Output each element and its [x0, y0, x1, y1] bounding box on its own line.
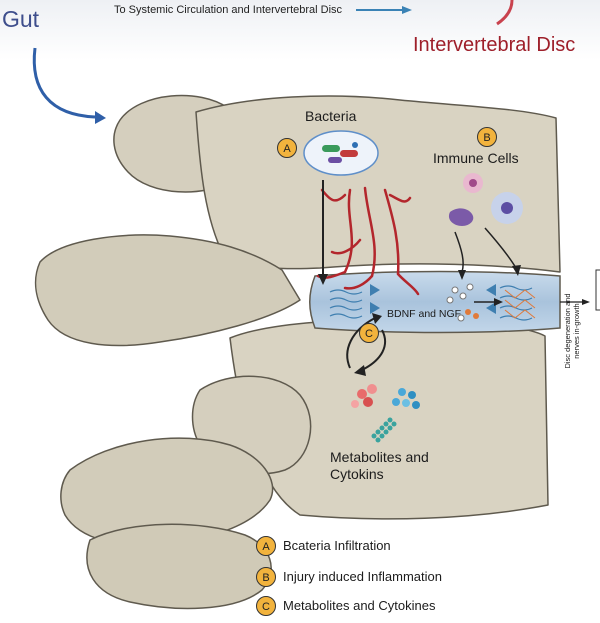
disc-degeneration-label: Disc degeneration and nerves in-growth: [563, 293, 581, 369]
immune-arrow-head-1: [458, 270, 466, 280]
side-arrow-head: [582, 299, 590, 305]
immune-arrow-head-2: [512, 265, 521, 276]
disc-arc: [496, 0, 514, 26]
bottom-process: [86, 523, 272, 610]
legend-label-b: Injury induced Inflammation: [283, 569, 442, 584]
legend-badge-c: C: [256, 596, 276, 616]
cytokine-chain: [371, 417, 397, 443]
caption-arrow-head: [402, 6, 412, 14]
c-arrow-down-head: [354, 365, 366, 376]
immune-arrow-head-3: [494, 298, 503, 306]
legend-label-a: Bcateria Infiltration: [283, 538, 391, 553]
c-arrow-up-head: [372, 313, 382, 324]
legend-badge-a: A: [256, 536, 276, 556]
disc-triangle-markers: [370, 284, 496, 314]
c-arrow-up: [346, 317, 376, 369]
nerve-ingrowth: [504, 289, 536, 319]
circulation-caption: To Systemic Circulation and Intervertebr…: [114, 4, 343, 16]
header-band: [0, 0, 600, 60]
badge-b: B: [477, 127, 497, 147]
left-process: [34, 234, 301, 347]
badge-c: C: [359, 323, 379, 343]
c-arrow-down: [361, 329, 387, 371]
legend-badge-b: B: [256, 567, 276, 587]
metabolite-molecules: [351, 384, 420, 409]
immune-cells: [448, 173, 523, 226]
immune-cells-label: Immune Cells: [433, 150, 519, 166]
badge-a: A: [277, 138, 297, 158]
lower-left-process: [60, 437, 274, 547]
bacteria-label: Bacteria: [305, 108, 357, 124]
legend-label-c: Metabolites and Cytokines: [283, 598, 436, 613]
bdnf-ngf-label: BDNF and NGF: [387, 308, 462, 320]
side-bracket: [595, 269, 600, 311]
gut-title: Gut: [2, 6, 40, 32]
upper-vertebral-body: [195, 95, 561, 273]
disc-wave-lines: [329, 285, 533, 321]
metabolites-label: Metabolites and Cytokins: [330, 449, 429, 482]
disc-title: Intervertebral Disc: [413, 34, 576, 56]
bacteria-shapes: [322, 142, 358, 163]
bacteria-arrow-head: [318, 274, 328, 285]
gut-arrow-head: [95, 111, 106, 124]
immune-arrows: [454, 227, 517, 303]
gut-curved-arrow: [32, 47, 96, 119]
disc-cells: [446, 283, 479, 322]
